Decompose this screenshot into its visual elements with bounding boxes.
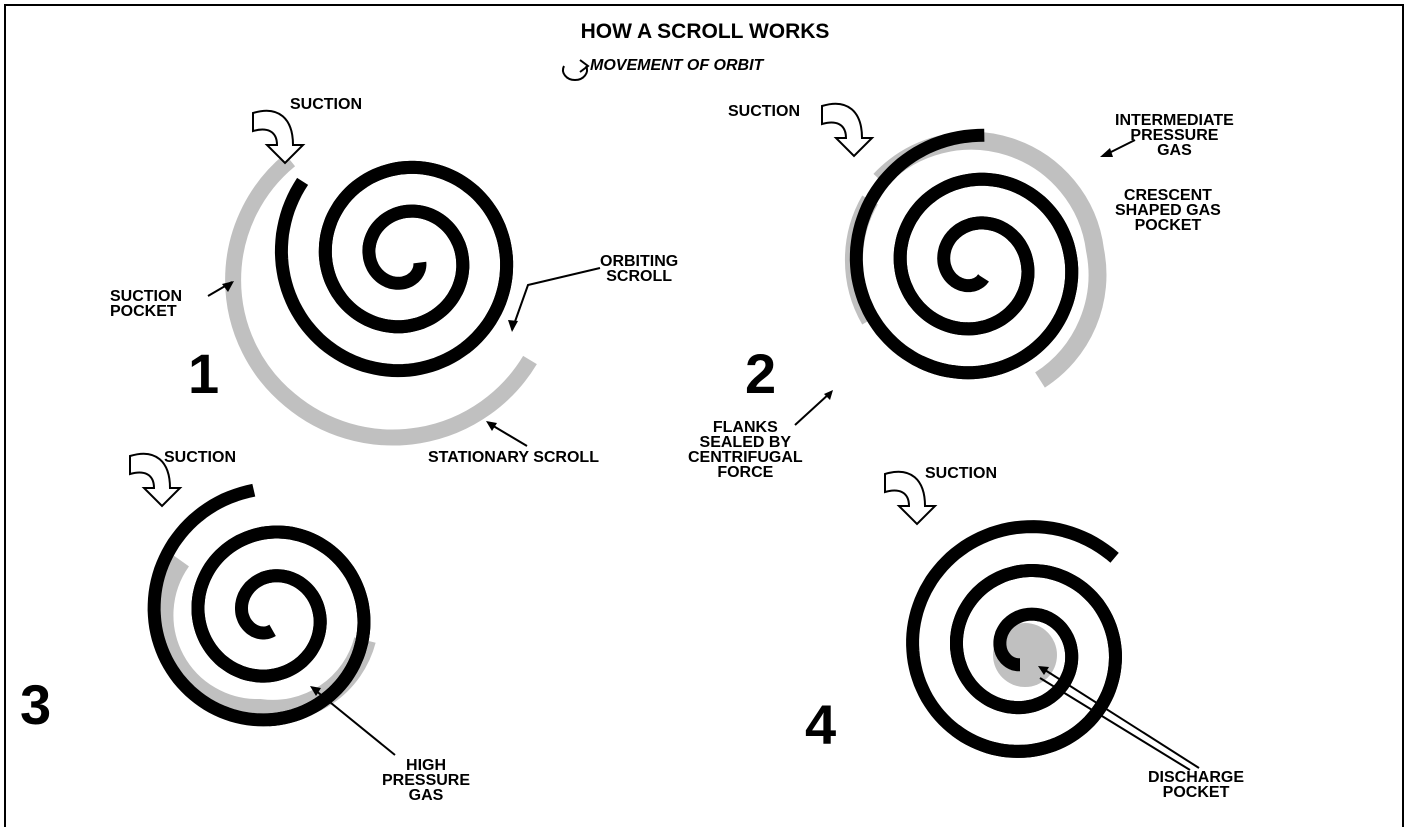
suction-label-3: SUCTION <box>164 449 236 466</box>
stage-2-orbiting-scroll <box>849 128 1079 380</box>
suction-arrow-icon-1 <box>252 109 306 165</box>
leader-lines <box>207 139 1200 771</box>
orbit-arrow-icon <box>562 59 590 81</box>
stage-4-orbiting-scroll-wrap <box>906 520 1123 758</box>
stage-3-orbiting-scroll <box>147 483 371 727</box>
leader-arrowheads <box>222 148 1113 696</box>
stage-4-orbiting-scroll <box>906 520 1123 758</box>
stage-number-2: 2 <box>745 342 777 405</box>
stage-2-scroll <box>844 128 1107 388</box>
stage-3-orbiting-scroll-wrap <box>147 483 371 727</box>
stage-1-scroll <box>225 153 537 446</box>
discharge-pocket-label: DISCHARGE POCKET <box>1148 769 1245 801</box>
orbiting-scroll-label: ORBITING SCROLL <box>600 253 679 285</box>
stationary-scroll-label: STATIONARY SCROLL <box>428 449 599 466</box>
suction-pocket-label: SUCTION POCKET <box>110 288 182 320</box>
stage-4-discharge-gas <box>993 623 1057 687</box>
suction-arrow-icon-4 <box>884 470 938 526</box>
stage-2-orbiting-scroll-wrap <box>849 128 1079 380</box>
stage-number-4: 4 <box>805 693 837 756</box>
intermediate-pressure-gas-label: INTERMEDIATE PRESSURE GAS <box>1115 112 1234 159</box>
stage-1-suction-gas <box>225 153 537 446</box>
stage-1-orbiting-scroll-wrap <box>274 160 514 378</box>
diagram-frame <box>4 4 1404 827</box>
stage-number-1: 1 <box>188 342 220 405</box>
page-title: HOW A SCROLL WORKS <box>580 20 830 43</box>
crescent-shaped-gas-pocket-label: CRESCENT SHAPED GAS POCKET <box>1115 187 1221 234</box>
stage-1-orbiting-scroll <box>274 160 514 378</box>
stage-4-scroll <box>906 520 1123 758</box>
suction-label-4: SUCTION <box>925 465 997 482</box>
high-pressure-gas-label: HIGH PRESSURE GAS <box>382 757 471 804</box>
suction-label-2: SUCTION <box>728 103 800 120</box>
stage-number-3: 3 <box>20 673 52 736</box>
movement-of-orbit-legend: MOVEMENT OF ORBIT <box>590 57 764 74</box>
stage-3-scroll <box>147 483 376 727</box>
suction-label-1: SUCTION <box>290 96 362 113</box>
suction-arrow-icon-3 <box>129 452 183 508</box>
flanks-sealed-label: FLANKS SEALED BY CENTRIFUGAL FORCE <box>688 419 803 481</box>
suction-arrow-icon-2 <box>821 102 875 158</box>
